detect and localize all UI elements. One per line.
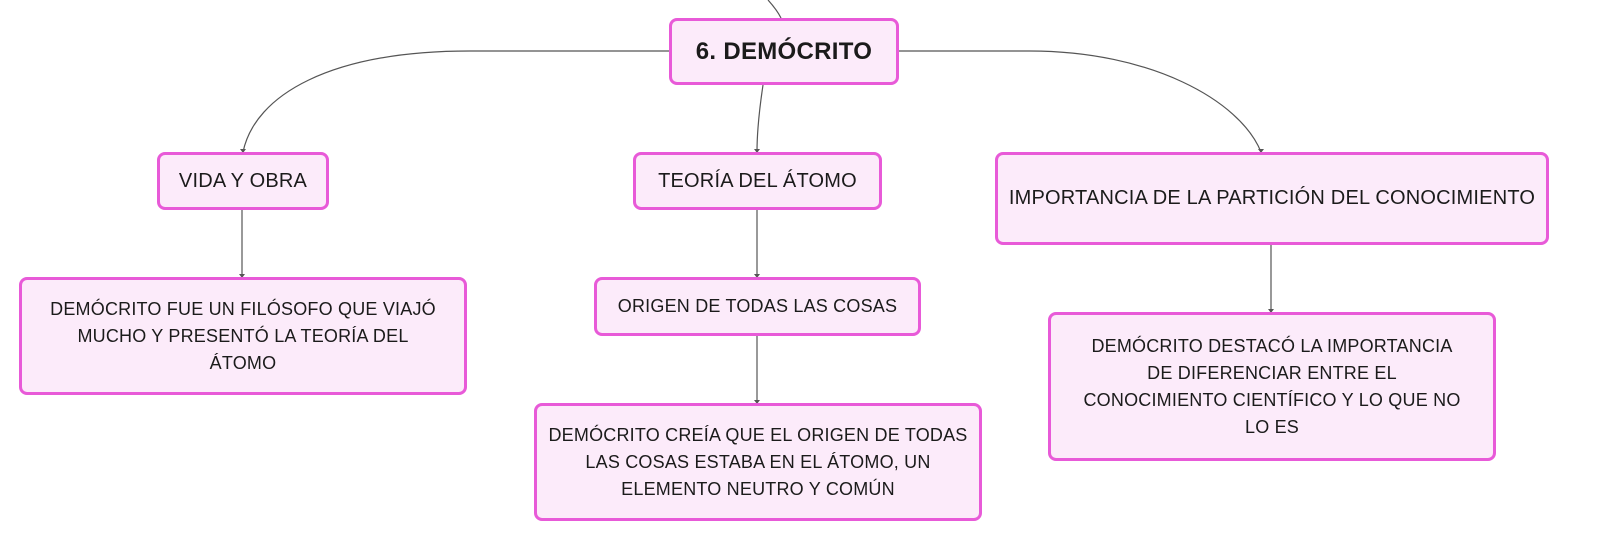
arrow-head <box>240 149 246 153</box>
detail-node-text: DEMÓCRITO CREÍA QUE EL ORIGEN DE TODAS L… <box>548 424 968 499</box>
arrow-head <box>754 274 760 278</box>
root-node[interactable]: 6. DEMÓCRITO <box>669 18 899 85</box>
branch-node-teoria-del-atomo[interactable]: TEORÍA DEL ÁTOMO <box>633 152 882 210</box>
arrow-head <box>239 274 245 278</box>
connector-root-vida-y-obra <box>242 50 671 153</box>
subtopic-node-label: ORIGEN DE TODAS LAS COSAS <box>617 296 898 316</box>
connector-root-importancia <box>897 50 1262 153</box>
arrow-head <box>1268 309 1274 313</box>
detail-node-text: DEMÓCRITO FUE UN FILÓSOFO QUE VIAJÓ MUCH… <box>50 298 436 373</box>
detail-node-text: DEMÓCRITO DESTACÓ LA IMPORTANCIA DE DIFE… <box>1083 335 1461 437</box>
arrow-head <box>754 149 760 153</box>
branch-node-label: IMPORTANCIA DE LA PARTICIÓN DEL CONOCIMI… <box>1008 187 1536 209</box>
subtopic-node-origen[interactable]: ORIGEN DE TODAS LAS COSAS <box>594 277 921 336</box>
branch-node-vida-y-obra[interactable]: VIDA Y OBRA <box>157 152 329 210</box>
connector-root-teoria-del-atomo <box>756 84 764 153</box>
connector-parent-root <box>767 0 782 19</box>
detail-node-vida-y-obra[interactable]: DEMÓCRITO FUE UN FILÓSOFO QUE VIAJÓ MUCH… <box>19 277 467 395</box>
root-node-label: 6. DEMÓCRITO <box>695 37 873 65</box>
detail-node-importancia[interactable]: DEMÓCRITO DESTACÓ LA IMPORTANCIA DE DIFE… <box>1048 312 1496 461</box>
arrow-head <box>1258 149 1264 153</box>
arrow-head <box>754 400 760 404</box>
detail-node-teoria-del-atomo[interactable]: DEMÓCRITO CREÍA QUE EL ORIGEN DE TODAS L… <box>534 403 982 521</box>
branch-node-label: TEORÍA DEL ÁTOMO <box>658 169 857 192</box>
branch-node-importancia[interactable]: IMPORTANCIA DE LA PARTICIÓN DEL CONOCIMI… <box>995 152 1549 245</box>
branch-node-label: VIDA Y OBRA <box>178 169 308 192</box>
